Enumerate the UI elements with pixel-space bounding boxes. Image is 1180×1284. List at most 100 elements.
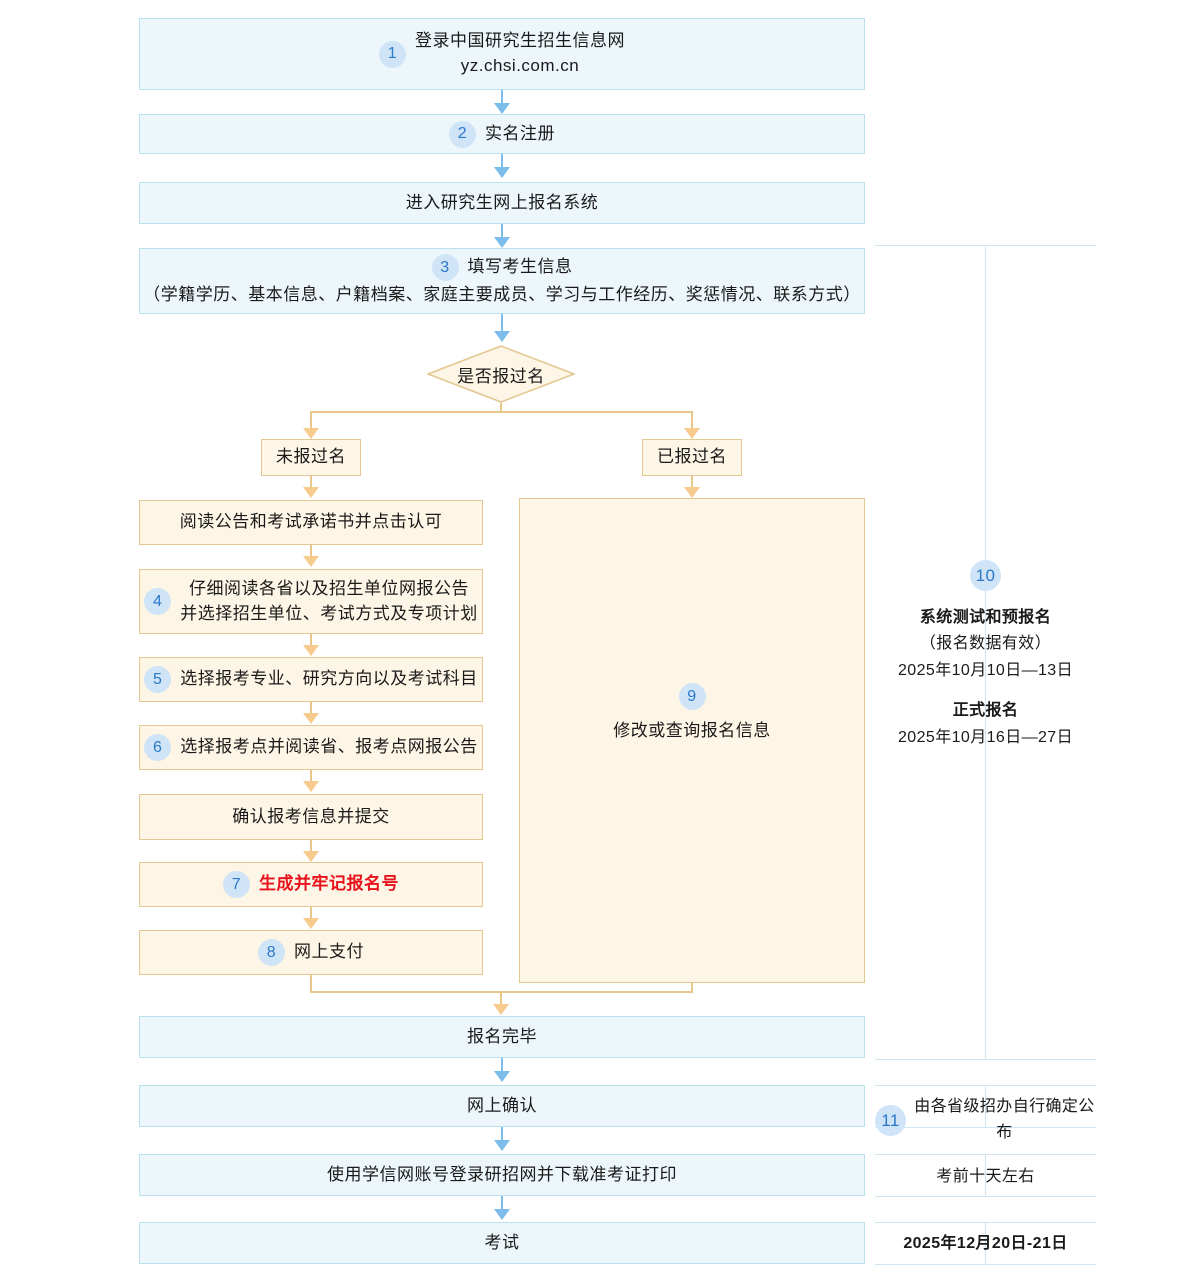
node-read-announcement[interactable]: 阅读公告和考试承诺书并点击认可 [139,500,483,545]
node-step4-line2: 并选择招生单位、考试方式及专项计划 [180,603,478,623]
step-badge-5: 5 [144,666,172,693]
node-download-admit-card-label: 使用学信网账号登录研招网并下载准考证打印 [327,1164,677,1184]
node-registration-complete[interactable]: 报名完毕 [139,1016,865,1058]
arrow-step6-to-confirm [303,781,319,792]
connector-1-to-2 [501,90,503,106]
arrow-done-to-confirmonline [494,1071,510,1082]
connector-2-to-3 [501,154,503,170]
arrow-to-already-registered [684,428,700,439]
connector-step8-down [310,975,312,992]
schedule-online-confirmation: 11 由各省级招办自行确定公布 [875,1094,1096,1147]
connector-decision-down [500,403,502,412]
arrow-to-not-registered [303,428,319,439]
step-badge-8: 8 [258,939,285,966]
arrow-1-to-2 [494,103,510,114]
schedule-grid-hline-exam-bottom [875,1264,1096,1265]
decision-label: 是否报过名 [457,366,545,386]
branch-not-registered[interactable]: 未报过名 [261,439,361,476]
schedule-grid-vline-top [985,245,986,1060]
schedule-exam-date-label: 2025年12月20日-21日 [903,1235,1068,1252]
arrow-branchright-to-step9 [684,487,700,498]
node-fill-candidate-info-detail: （学籍学历、基本信息、户籍档案、家庭主要成员、学习与工作经历、奖惩情况、联系方式… [143,285,861,305]
schedule-pretest-title: 系统测试和预报名 [919,609,1052,626]
branch-already-registered-label: 已报过名 [657,447,727,467]
node-step4-read-provincial[interactable]: 4 仔细阅读各省以及招生单位网报公告 并选择招生单位、考试方式及专项计划 [139,569,483,634]
node-enter-system[interactable]: 进入研究生网上报名系统 [139,182,865,224]
node-read-announcement-label: 阅读公告和考试承诺书并点击认可 [179,512,443,532]
node-fill-candidate-info-line1: 填写考生信息 [467,257,573,277]
connector-merge-to-done [500,991,502,1005]
step-badge-4: 4 [144,588,172,615]
schedule-grid-hline-exam-top [875,1222,1096,1223]
arrow-download-to-exam [494,1209,510,1220]
schedule-grid-hline-mid [875,1059,1096,1060]
node-confirm-submit[interactable]: 确认报考信息并提交 [139,794,483,840]
arrow-branchleft-to-read [303,487,319,498]
arrow-confirmonline-to-download [494,1140,510,1151]
branch-not-registered-label: 未报过名 [276,447,346,467]
step-badge-10: 10 [970,560,1001,591]
connector-step6-to-confirm [310,770,312,782]
node-step8-label: 网上支付 [294,942,364,962]
node-exam[interactable]: 考试 [139,1222,865,1264]
schedule-online-confirmation-label: 由各省级招办自行确定公布 [914,1098,1095,1142]
arrow-read-to-step4 [303,556,319,567]
connector-step7-to-step8 [310,907,312,919]
schedule-grid-vline-confirm [985,1085,986,1127]
step-badge-6: 6 [144,734,172,761]
node-confirm-submit-label: 确认报考信息并提交 [232,806,390,826]
schedule-formal-title: 正式报名 [952,702,1019,720]
node-real-name-registration[interactable]: 2 实名注册 [139,114,865,154]
schedule-formal-dates: 2025年10月16日—27日 [898,728,1073,746]
schedule-grid-hline-admitcard-bottom [875,1196,1096,1197]
schedule-admit-card: 考前十天左右 [875,1164,1096,1190]
schedule-grid-vline-exam [985,1222,986,1264]
schedule-pretest-note: （报名数据有效） [919,635,1052,653]
node-step8-online-payment[interactable]: 8 网上支付 [139,930,483,975]
decision-already-registered[interactable]: 是否报过名 [427,345,575,403]
node-step6-choose-testsite[interactable]: 6 选择报考点并阅读省、报考点网报公告 [139,725,483,770]
arrow-confirm-to-step7 [303,851,319,862]
connector-split-right [691,411,693,429]
node-login-site-line1: 登录中国研究生招生信息网 [415,31,625,51]
connector-4-to-decision [501,314,503,332]
connector-step9-down [691,983,693,992]
branch-already-registered[interactable]: 已报过名 [642,439,742,476]
schedule-admit-card-label: 考前十天左右 [936,1168,1035,1185]
schedule-grid-hline-admitcard-top [875,1154,1096,1155]
node-step9-label: 修改或查询报名信息 [613,721,771,740]
node-step5-choose-major[interactable]: 5 选择报考专业、研究方向以及考试科目 [139,657,483,702]
schedule-pretest-dates: 2025年10月10日—13日 [898,661,1073,679]
node-download-admit-card[interactable]: 使用学信网账号登录研招网并下载准考证打印 [139,1154,865,1196]
step-badge-2: 2 [449,120,476,148]
connector-done-to-confirmonline [501,1058,503,1072]
node-fill-candidate-info[interactable]: 3 填写考生信息 （学籍学历、基本信息、户籍档案、家庭主要成员、学习与工作经历、… [139,248,865,314]
node-real-name-registration-label: 实名注册 [485,123,555,143]
node-enter-system-label: 进入研究生网上报名系统 [405,192,599,212]
arrow-merge-to-done [493,1004,509,1015]
node-step7-generate-number[interactable]: 7 生成并牢记报名号 [139,862,483,907]
step-badge-11: 11 [875,1104,906,1136]
step-badge-1: 1 [379,40,406,68]
node-registration-complete-label: 报名完毕 [467,1026,537,1046]
node-login-site-url: yz.chsi.com.cn [460,56,580,75]
connector-split-left [310,411,312,429]
connector-confirmonline-to-download [501,1127,503,1141]
connector-step4-to-step5 [310,634,312,646]
node-exam-label: 考试 [484,1232,520,1252]
schedule-grid-hline-confirm-top [875,1085,1096,1086]
node-step9-modify-query[interactable]: 9 修改或查询报名信息 [519,498,865,983]
arrow-2-to-3 [494,167,510,178]
node-login-site[interactable]: 1 登录中国研究生招生信息网 yz.chsi.com.cn [139,18,865,90]
node-online-confirmation[interactable]: 网上确认 [139,1085,865,1127]
arrow-4-to-decision [494,331,510,342]
node-step5-label: 选择报考专业、研究方向以及考试科目 [180,669,478,689]
connector-branchleft-to-read [310,476,312,488]
schedule-exam-date: 2025年12月20日-21日 [875,1231,1096,1257]
connector-read-to-step4 [310,545,312,557]
connector-confirm-to-step7 [310,840,312,852]
node-step4-line1: 仔细阅读各省以及招生单位网报公告 [189,578,469,598]
node-step7-label: 生成并牢记报名号 [259,874,399,894]
diamond-shape-icon [427,345,575,403]
schedule-grid-hline-top [875,245,1096,246]
